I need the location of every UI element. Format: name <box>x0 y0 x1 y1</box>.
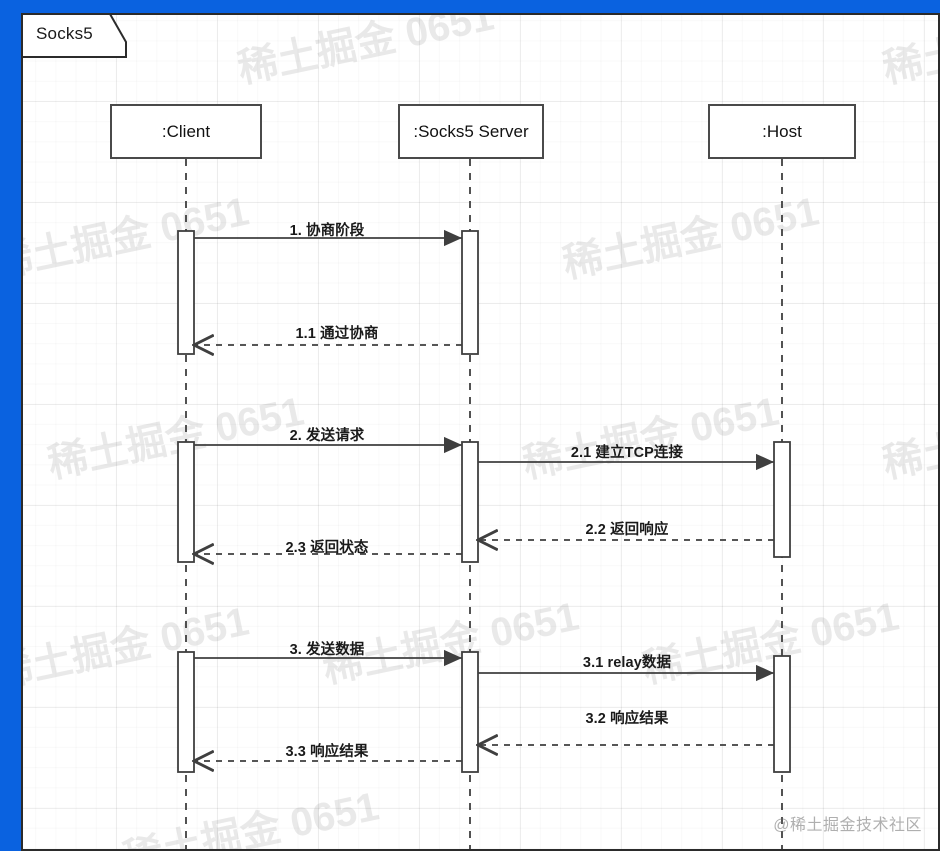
message-label-m3: 3. 发送数据 <box>289 642 365 658</box>
participant-box-client[interactable]: :Client <box>110 104 262 159</box>
blue-top-bar <box>0 0 940 13</box>
participant-box-server[interactable]: :Socks5 Server <box>398 104 544 159</box>
message-label-m2_3: 2.3 返回状态 <box>285 540 369 556</box>
message-label-m2_2: 2.2 返回响应 <box>585 522 669 538</box>
blue-left-bar <box>0 0 21 851</box>
frame-label: Socks5 <box>36 24 93 43</box>
message-label-m3_3: 3.3 响应结果 <box>285 744 369 760</box>
participant-label: :Host <box>762 121 802 141</box>
participant-label: :Socks5 Server <box>413 121 529 141</box>
message-label-m1_1: 1.1 通过协商 <box>295 326 379 342</box>
message-label-m3_1: 3.1 relay数据 <box>582 655 672 671</box>
message-label-m3_2: 3.2 响应结果 <box>585 711 669 727</box>
credit-watermark: @稀土掘金技术社区 <box>773 817 922 834</box>
message-label-m1: 1. 协商阶段 <box>289 223 365 239</box>
message-label-m2_1: 2.1 建立TCP连接 <box>570 445 684 461</box>
participant-label: :Client <box>161 121 211 141</box>
message-label-m2: 2. 发送请求 <box>289 428 365 444</box>
participant-box-host[interactable]: :Host <box>708 104 856 159</box>
